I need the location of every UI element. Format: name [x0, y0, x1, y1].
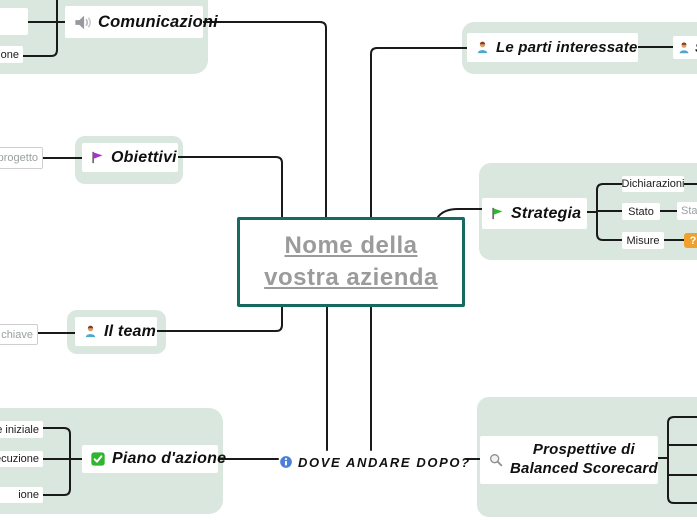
node-dove-andare-dopo[interactable]: DOVE ANDARE DOPO?: [279, 452, 471, 472]
center-label-line1: Nome della: [284, 232, 418, 260]
node-label: DOVE ANDARE DOPO?: [298, 454, 471, 470]
node-cutoff-ione[interactable]: ione: [0, 487, 43, 503]
node-label: Dichiarazioni: [621, 178, 685, 190]
connector-strategia-center: [437, 208, 483, 218]
node-cutoff-li-chiave[interactable]: li chiave: [0, 324, 38, 345]
node-label: Stato: [628, 205, 654, 218]
node-label: ione: [18, 489, 39, 501]
node-cutoff-leparti-child[interactable]: S: [673, 36, 697, 59]
node-label: S: [695, 40, 697, 55]
purple-flag-icon: [90, 150, 105, 165]
node-strategia[interactable]: Strategia: [482, 198, 587, 229]
info-icon: [279, 455, 293, 469]
person-icon: [475, 40, 490, 55]
node-label: Comunicazioni: [98, 12, 218, 31]
node-cutoff-azione[interactable]: azione: [0, 46, 23, 63]
node-label: Misure: [626, 234, 660, 247]
person-icon: [83, 324, 98, 339]
speaker-icon: [73, 13, 92, 32]
node-label: Il team: [104, 322, 157, 340]
badge-label: ?: [689, 234, 697, 247]
node-cutoff-secuzione[interactable]: secuzione: [0, 451, 43, 467]
node-label-group: Prospettive di Balanced Scorecard: [510, 441, 658, 479]
node-label: Le parti interessate: [496, 39, 638, 56]
node-label-line1: Prospettive di: [532, 441, 635, 459]
question-badge-icon[interactable]: ?: [684, 233, 697, 248]
connector-comunicazioni-center: [202, 21, 327, 218]
node-cutoff-ase-iniziale[interactable]: ase iniziale: [0, 421, 43, 438]
node-cutoff-l-progetto[interactable]: l progetto: [0, 147, 43, 169]
node-label: l progetto: [0, 152, 38, 164]
node-le-parti-interessate[interactable]: Le parti interessate: [467, 33, 638, 62]
node-dichiarazioni[interactable]: Dichiarazioni: [621, 176, 685, 192]
connector-obiettivi-center: [177, 156, 283, 218]
node-label: li chiave: [0, 328, 33, 341]
node-label: ase iniziale: [0, 423, 39, 436]
center-label-line2: vostra azienda: [264, 264, 438, 291]
checkbox-icon: [90, 451, 106, 467]
node-label-line2: Balanced Scorecard: [510, 460, 658, 477]
node-cutoff-stato-child[interactable]: Stat: [677, 202, 697, 220]
node-piano-dazione[interactable]: Piano d'azione: [82, 445, 226, 473]
node-comunicazioni[interactable]: Comunicazioni: [65, 6, 218, 38]
node-label: azione: [0, 48, 19, 61]
node-obiettivi[interactable]: Obiettivi: [82, 143, 178, 172]
node-stato[interactable]: Stato: [622, 203, 660, 220]
connector-leparti-center: [370, 47, 468, 218]
green-flag-icon: [490, 206, 505, 221]
node-prospettive-balanced-scorecard[interactable]: Prospettive di Balanced Scorecard: [480, 436, 658, 484]
node-label: Strategia: [511, 204, 582, 222]
node-label: Stat: [681, 205, 697, 217]
node-label: Obiettivi: [111, 148, 177, 166]
node-il-team[interactable]: Il team: [75, 317, 157, 346]
search-icon: [488, 452, 504, 468]
node-cutoff-empty[interactable]: [0, 8, 28, 35]
person-icon: [677, 41, 691, 55]
node-misure[interactable]: Misure: [622, 232, 664, 249]
node-center-company-name[interactable]: Nome della vostra azienda: [237, 217, 465, 307]
node-label: Piano d'azione: [112, 450, 227, 467]
node-label: secuzione: [0, 453, 39, 465]
